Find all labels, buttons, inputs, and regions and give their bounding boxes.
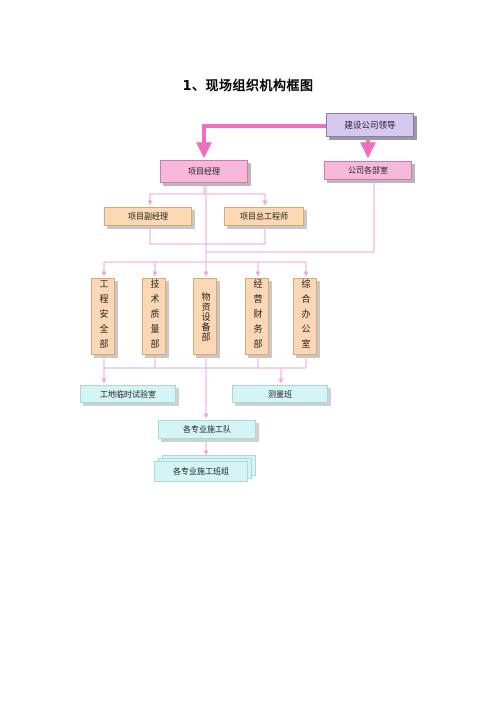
dept-safety-box: 工程安全部	[91, 278, 115, 355]
construction-crews-box: 各专业施工班组	[154, 461, 248, 482]
manager-to-chief-line	[204, 193, 268, 206]
company-leader-box: 建设公司领导	[326, 113, 414, 137]
construction-teams-box: 各专业施工队	[158, 420, 256, 439]
dept-finance-box: 经营财务部	[245, 278, 269, 355]
dept-tech-box: 技术质量部	[142, 278, 166, 355]
dept-material-box: 物资设备部	[193, 278, 217, 355]
chief-engineer-box: 项目总工程师	[224, 207, 304, 226]
manager-to-deputy-line	[147, 183, 205, 206]
company-depts-down-line	[206, 180, 375, 253]
company-depts-box: 公司各部室	[324, 161, 412, 180]
dept-office-box: 综合办公室	[293, 278, 317, 355]
deputy-manager-box: 项目副经理	[104, 207, 192, 226]
test-lab-box: 工地临时试验室	[80, 385, 176, 403]
deputy-down-line	[149, 226, 206, 245]
page-title: 1、现场组织机构框图	[182, 79, 314, 94]
chief-down-line	[206, 226, 266, 245]
project-manager-box: 项目经理	[160, 160, 248, 183]
leader-to-manager-arrow	[196, 124, 326, 159]
survey-team-box: 测量班	[232, 385, 328, 403]
